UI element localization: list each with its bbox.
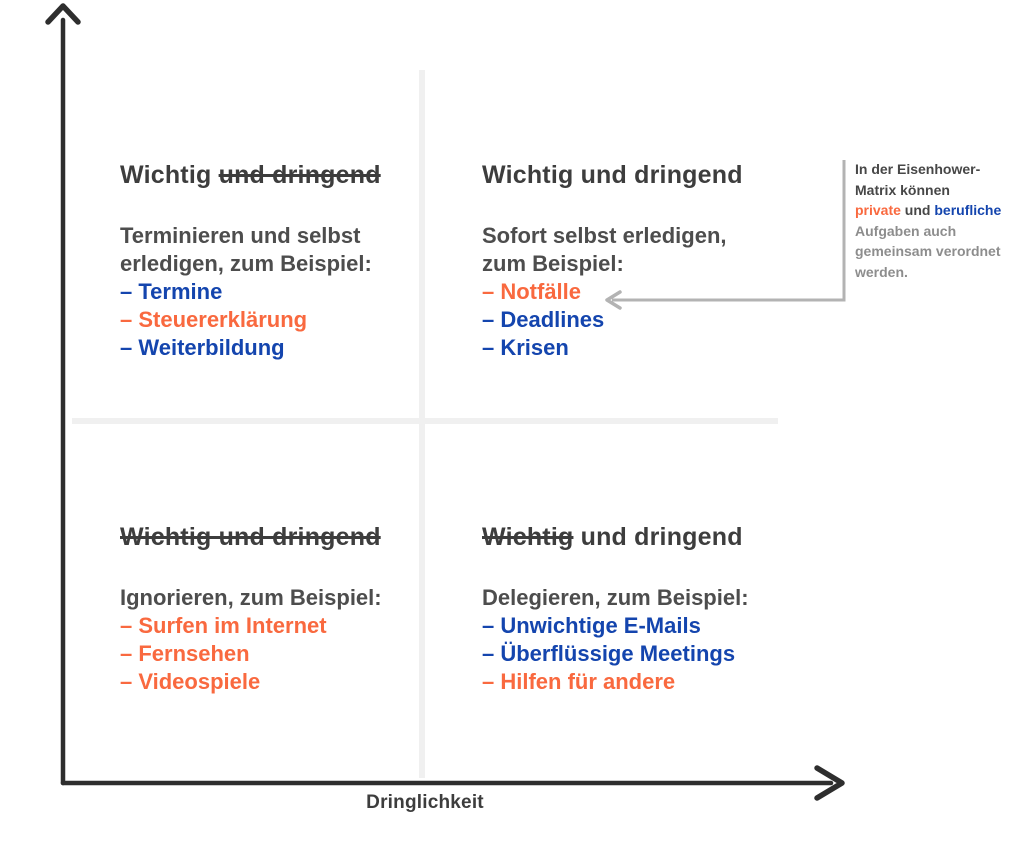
annotation-text: In der Eisenhower- Matrix können private u… [855, 159, 1024, 282]
list-item: – Videospiele [120, 669, 261, 694]
annotation-line: private und berufliche [855, 200, 1024, 221]
annotation-segment: berufliche [934, 202, 1002, 218]
quadrant-body: Terminieren und selbst erledigen, zum Bei… [120, 222, 381, 278]
body-line: zum Beispiel: [482, 251, 624, 276]
annotation: In der Eisenhower- Matrix können private u… [855, 159, 1024, 282]
title-segment: Wichtig [120, 161, 219, 189]
list-item: – Notfälle [482, 279, 582, 304]
quadrant-title: Wichtig und dringend [482, 162, 743, 188]
quadrant-list: – Surfen im Internet – Fernsehen – Videosp… [120, 612, 382, 696]
quadrant-not-important-urgent: Wichtig und dringend Delegieren, zum Bei… [482, 524, 749, 696]
quadrant-not-important-not-urgent: Wichtig und dringend Ignorieren, zum Bei… [120, 524, 382, 696]
quadrant-title: Wichtig und dringend [120, 162, 381, 188]
title-segment: Wichtig und dringend [120, 523, 381, 551]
body-line: erledigen, zum Beispiel: [120, 251, 372, 276]
quadrant-list: – Notfälle – Deadlines – Krisen [482, 278, 743, 362]
list-item: – Fernsehen [120, 641, 250, 666]
annotation-line: Aufgaben auch [855, 221, 1024, 242]
list-item: – Surfen im Internet [120, 613, 327, 638]
quadrant-body: Ignorieren, zum Beispiel: [120, 584, 382, 612]
list-item: – Unwichtige E-Mails [482, 613, 701, 638]
quadrant-important-not-urgent: Wichtig und dringend Terminieren und sel… [120, 162, 381, 362]
annotation-segment: werden. [855, 263, 908, 280]
list-item: – Termine [120, 279, 223, 304]
annotation-line: werden. [855, 262, 1024, 283]
title-segment: Wichtig und dringend [482, 161, 743, 189]
title-segment: und dringend [218, 161, 381, 189]
annotation-segment: Matrix können [855, 181, 950, 198]
quadrant-list: – Unwichtige E-Mails – Überflüssige Meeti… [482, 612, 749, 696]
list-item: – Überflüssige Meetings [482, 641, 736, 666]
list-item: – Steuererklärung [120, 307, 308, 332]
quadrant-list: – Termine – Steuererklärung – Weiterbildun… [120, 278, 381, 362]
annotation-line: Matrix können [855, 180, 1024, 201]
title-segment: Wichtig [482, 523, 574, 551]
body-line: Sofort selbst erledigen, [482, 223, 727, 248]
list-item: – Weiterbildung [120, 335, 285, 360]
quadrant-title: Wichtig und dringend [120, 524, 382, 550]
annotation-segment: private [855, 202, 901, 218]
annotation-segment: In der Eisenhower- [855, 161, 981, 177]
list-item: – Deadlines [482, 307, 605, 332]
annotation-segment: gemeinsam verordnet [855, 243, 1001, 259]
quadrant-body: Sofort selbst erledigen, zum Beispiel: [482, 222, 743, 278]
annotation-line: In der Eisenhower- [855, 159, 1024, 180]
quadrant-important-urgent: Wichtig und dringend Sofort selbst erled… [482, 162, 743, 362]
list-item: – Hilfen für andere [482, 669, 676, 694]
annotation-segment: und [900, 202, 935, 218]
body-line: Delegieren, zum Beispiel: [482, 585, 749, 610]
body-line: Ignorieren, zum Beispiel: [120, 585, 382, 610]
annotation-line: gemeinsam verordnet [855, 241, 1024, 262]
title-segment: und dringend [573, 523, 743, 551]
quadrant-body: Delegieren, zum Beispiel: [482, 584, 749, 612]
x-axis-label: Dringlichkeit [366, 792, 484, 813]
quadrant-title: Wichtig und dringend [482, 524, 749, 550]
body-line: Terminieren und selbst [120, 223, 361, 248]
annotation-segment: Aufgaben auch [855, 222, 957, 239]
y-axis-arrowhead-icon [45, 3, 81, 25]
list-item: – Krisen [482, 335, 569, 360]
